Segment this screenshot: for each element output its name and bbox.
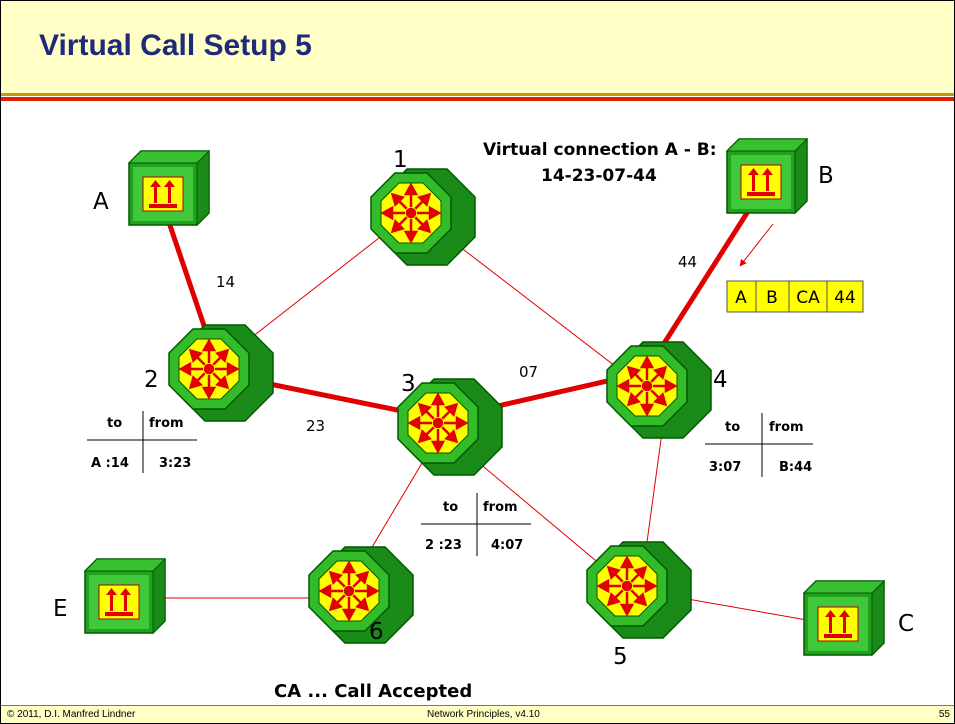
switch-table-4: to from 3:07 B:44 bbox=[705, 413, 813, 477]
table3-value-from: 4:07 bbox=[491, 538, 523, 553]
host-c bbox=[802, 579, 886, 657]
label-switch-6: 6 bbox=[369, 619, 384, 645]
table3-header-to: to bbox=[443, 500, 458, 515]
label-switch-1: 1 bbox=[393, 147, 408, 173]
table4-value-from: B:44 bbox=[779, 460, 812, 475]
table2-value-from: 3:23 bbox=[159, 456, 191, 471]
switch-2 bbox=[168, 324, 274, 422]
label-switch-4: 4 bbox=[713, 367, 728, 393]
connection-title: Virtual connection A - B: bbox=[483, 140, 717, 160]
label-switch-2: 2 bbox=[144, 367, 159, 393]
packet-field-source: A bbox=[735, 288, 747, 308]
switch-4 bbox=[606, 341, 712, 439]
title-bar: Virtual Call Setup 5 bbox=[1, 1, 954, 93]
footer-copyright: © 2011, D.I. Manfred Lindner bbox=[7, 709, 136, 720]
table3-value-to: 2 :23 bbox=[425, 538, 462, 553]
title-rule-gold bbox=[1, 93, 954, 96]
switch-1 bbox=[370, 168, 476, 266]
table4-header-to: to bbox=[725, 420, 740, 435]
table2-header-to: to bbox=[107, 416, 122, 431]
label-switch-5: 5 bbox=[613, 644, 628, 670]
call-accepted-packet: A B CA 44 bbox=[726, 280, 864, 313]
link-label-14: 14 bbox=[216, 273, 235, 291]
connection-path: 14-23-07-44 bbox=[541, 166, 657, 186]
switch-5 bbox=[586, 541, 692, 639]
link-label-23: 23 bbox=[306, 417, 325, 435]
table4-value-to: 3:07 bbox=[709, 460, 741, 475]
switch-6 bbox=[308, 546, 414, 644]
label-host-e: E bbox=[53, 596, 68, 622]
link-label-44: 44 bbox=[678, 253, 697, 271]
packet-field-vci: 44 bbox=[834, 288, 856, 308]
page-title: Virtual Call Setup 5 bbox=[39, 29, 312, 62]
switch-table-3: to from 2 :23 4:07 bbox=[421, 493, 531, 556]
call-accepted-note: CA ... Call Accepted bbox=[274, 681, 472, 702]
title-rule-red bbox=[1, 97, 954, 101]
host-b bbox=[725, 137, 809, 215]
host-a bbox=[127, 149, 211, 227]
label-switch-3: 3 bbox=[401, 371, 416, 397]
link-4-b bbox=[653, 189, 764, 358]
table4-header-from: from bbox=[769, 420, 804, 435]
label-host-a: A bbox=[93, 189, 109, 215]
table3-header-from: from bbox=[483, 500, 518, 515]
host-e bbox=[83, 557, 167, 635]
switch-table-2: to from A :14 3:23 bbox=[87, 411, 197, 473]
label-host-c: C bbox=[898, 611, 914, 637]
packet-arrow bbox=[739, 223, 774, 267]
packet-field-dest: B bbox=[766, 288, 778, 308]
switch-3 bbox=[397, 378, 503, 476]
table2-value-to: A :14 bbox=[91, 456, 129, 471]
network-diagram: A B E C 1 2 3 4 5 6 14 23 07 44 Virtual … bbox=[53, 137, 914, 702]
footer: © 2011, D.I. Manfred Lindner Network Pri… bbox=[1, 705, 954, 723]
footer-course: Network Principles, v4.10 bbox=[427, 709, 540, 720]
link-label-07: 07 bbox=[519, 363, 538, 381]
packet-field-type: CA bbox=[796, 288, 820, 308]
label-host-b: B bbox=[818, 163, 834, 189]
table2-header-from: from bbox=[149, 416, 184, 431]
footer-page-number: 55 bbox=[938, 709, 950, 720]
